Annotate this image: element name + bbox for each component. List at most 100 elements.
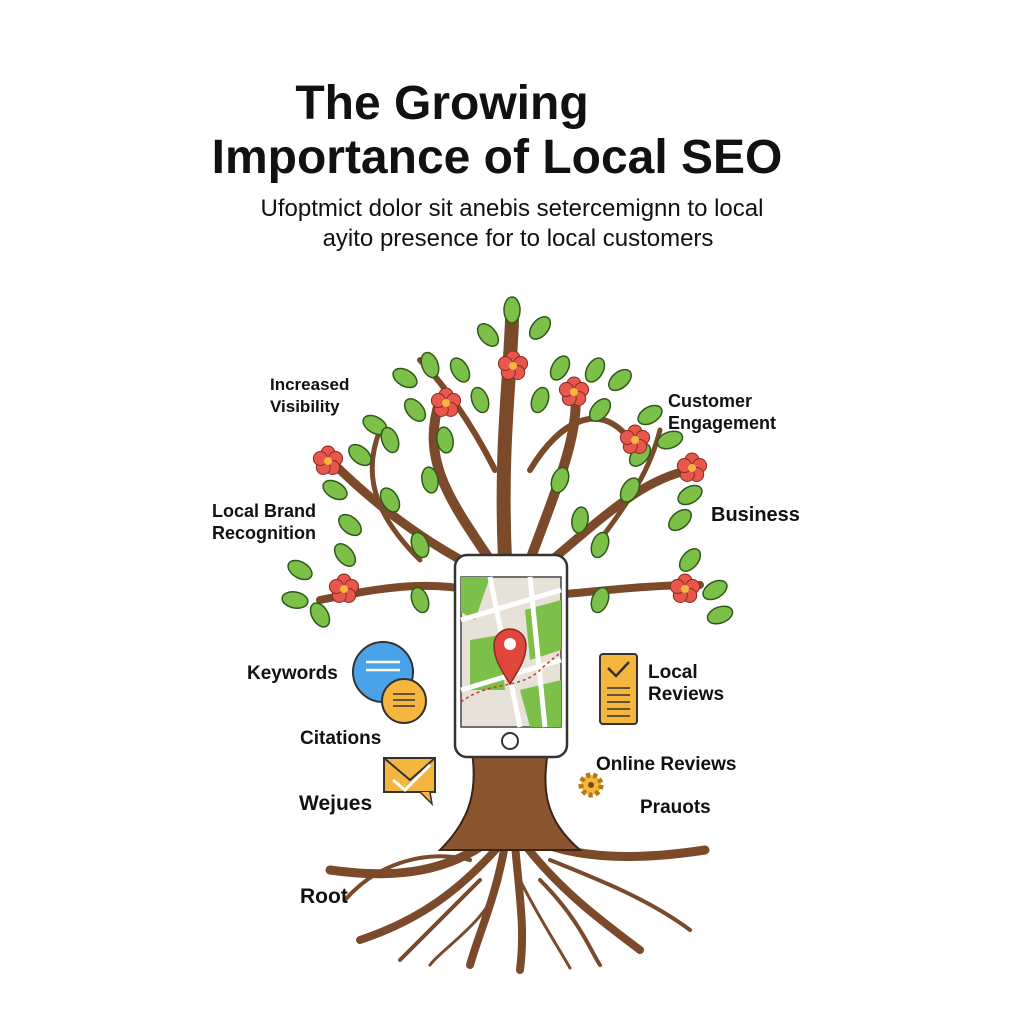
label-line: Local Brand — [211, 501, 316, 521]
root — [521, 841, 644, 954]
leaf — [656, 430, 684, 450]
label-line: Reviews — [648, 684, 725, 705]
flower-center — [631, 436, 639, 444]
leaf — [287, 559, 313, 581]
flower — [619, 424, 651, 454]
label-line: Customer — [668, 391, 753, 411]
branch — [369, 427, 423, 563]
leaf — [338, 513, 362, 537]
leaf — [549, 355, 571, 381]
label-local-brand-recognition: Local Brand Recognition — [198, 500, 316, 544]
flower — [497, 350, 529, 380]
flower-center — [324, 457, 332, 465]
flower — [669, 573, 701, 603]
root — [511, 841, 527, 974]
label-keywords: Keywords — [247, 663, 338, 684]
leaf — [590, 531, 610, 559]
title-line-1: The Growing — [295, 77, 589, 130]
leaf — [608, 368, 632, 392]
label-root: Root — [300, 885, 348, 908]
root — [356, 841, 504, 944]
branch — [428, 395, 495, 565]
root — [518, 878, 572, 970]
flower-center — [681, 585, 689, 593]
leaf — [436, 426, 454, 454]
subtitle-line-2: ayito presence for to local customers — [322, 225, 714, 252]
leaf — [470, 386, 490, 414]
label-local-reviews: Local Reviews — [648, 662, 724, 706]
leaf — [449, 357, 471, 383]
branch — [496, 313, 519, 567]
flower — [328, 573, 360, 603]
leaf — [380, 426, 400, 454]
root — [343, 854, 472, 902]
leaf — [322, 479, 348, 501]
leaf — [348, 443, 372, 467]
label-online-reviews: Online Reviews — [596, 754, 737, 775]
flower — [430, 387, 462, 417]
leaf — [702, 579, 728, 601]
flowers — [312, 350, 708, 603]
leaf — [706, 605, 734, 625]
flower-center — [442, 399, 450, 407]
title-line-2: Importance of Local SEO — [211, 131, 783, 184]
leaf — [309, 602, 331, 628]
envelope-check-icon — [383, 757, 436, 807]
leaf — [588, 398, 612, 422]
label-wejues: Wejues — [299, 792, 373, 815]
flower-center — [570, 388, 578, 396]
label-business: Business — [711, 504, 800, 526]
leaf — [421, 466, 439, 494]
root — [398, 878, 482, 962]
leaf — [281, 591, 309, 609]
leaf — [571, 506, 589, 534]
flower-center — [340, 585, 348, 593]
tree-trunk — [437, 739, 583, 851]
flower-center — [509, 362, 517, 370]
leaf — [637, 404, 663, 426]
leaf — [333, 543, 357, 567]
smartphone-map-icon — [453, 553, 569, 759]
chat-bubbles-icon — [352, 641, 427, 724]
label-prauots: Prauots — [640, 797, 711, 818]
gear-icon — [578, 772, 604, 798]
flower — [558, 376, 590, 406]
leaf — [420, 351, 440, 379]
label-line: Increased — [270, 375, 350, 394]
root — [428, 878, 502, 967]
leaf — [410, 531, 430, 559]
leaves — [281, 296, 734, 628]
review-checklist-icon — [599, 653, 638, 725]
leaf — [550, 466, 570, 494]
branch — [535, 465, 695, 575]
flower — [676, 452, 708, 482]
root — [538, 878, 602, 967]
root — [466, 841, 509, 969]
location-pin-icon — [493, 628, 527, 686]
flower — [312, 445, 344, 475]
leaf — [528, 316, 552, 340]
branch — [527, 415, 633, 473]
tree-roots — [325, 835, 710, 974]
leaf — [590, 586, 610, 614]
leaf — [410, 586, 430, 614]
label-line: Recognition — [212, 523, 316, 543]
root — [548, 858, 692, 932]
flower-center — [688, 464, 696, 472]
leaf — [677, 484, 703, 506]
leaf — [668, 508, 692, 532]
subtitle-line-1: Ufoptmict dolor sit anebis setercemignn … — [260, 195, 764, 222]
leaf — [530, 386, 550, 414]
leaf — [379, 487, 401, 513]
label-citations: Citations — [300, 728, 382, 749]
tree-branches — [316, 313, 704, 604]
leaf — [619, 477, 641, 503]
leaf — [476, 323, 500, 347]
leaf — [678, 548, 702, 572]
leaf — [584, 357, 606, 383]
label-increased-visibility: Increased Visibility — [270, 374, 349, 418]
leaf — [503, 296, 521, 324]
leaf — [392, 367, 418, 389]
